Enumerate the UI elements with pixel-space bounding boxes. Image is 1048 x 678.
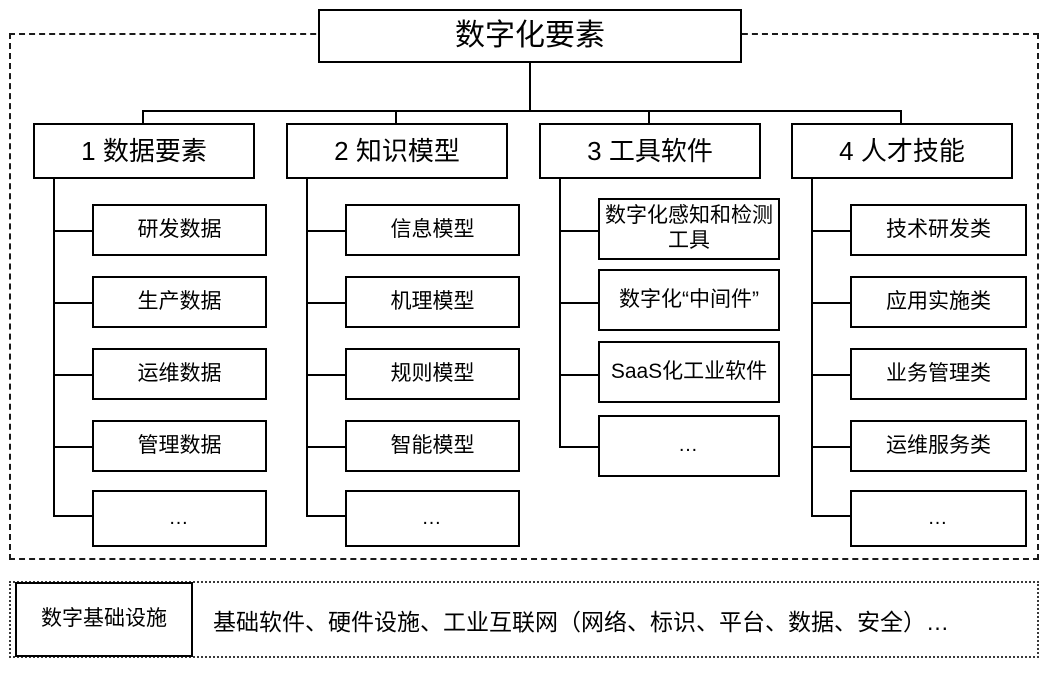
leaf-stub-2-4	[306, 446, 346, 448]
infrastructure-label-box[interactable]: 数字基础设施	[15, 582, 193, 657]
leaf-stub-1-5	[53, 515, 93, 517]
leaf-label-4-2: 应用实施类	[886, 289, 991, 313]
leaf-box-3-1[interactable]: 数字化感知和检测工具	[598, 198, 780, 260]
leaf-stub-3-4	[559, 446, 599, 448]
leaf-label-1-3: 运维数据	[137, 361, 222, 385]
category-box-data-elements[interactable]: 1 数据要素	[33, 123, 255, 179]
leaf-box-2-4[interactable]: 智能模型	[345, 420, 520, 472]
category-spine-line-4	[811, 179, 813, 515]
leaf-label-1-1: 研发数据	[137, 217, 222, 241]
category-label-2: 2 知识模型	[334, 135, 460, 166]
leaf-stub-1-3	[53, 374, 93, 376]
leaf-label-3-4: …	[678, 434, 700, 457]
leaf-label-4-5: …	[927, 506, 950, 529]
leaf-label-1-4: 管理数据	[137, 433, 222, 457]
leaf-stub-4-1	[811, 230, 851, 232]
leaf-box-2-1[interactable]: 信息模型	[345, 204, 520, 256]
category-label-3: 3 工具软件	[587, 135, 713, 166]
leaf-box-2-5[interactable]: …	[345, 490, 520, 547]
leaf-stub-2-3	[306, 374, 346, 376]
category-box-tool-software[interactable]: 3 工具软件	[539, 123, 761, 179]
category-spine-line-1	[53, 179, 55, 515]
leaf-label-2-3: 规则模型	[390, 361, 475, 385]
category-box-knowledge-models[interactable]: 2 知识模型	[286, 123, 508, 179]
leaf-box-3-2[interactable]: 数字化“中间件”	[598, 269, 780, 331]
root-trunk-line	[529, 63, 531, 111]
leaf-box-1-1[interactable]: 研发数据	[92, 204, 267, 256]
leaf-box-1-2[interactable]: 生产数据	[92, 276, 267, 328]
root-box-label: 数字化要素	[455, 19, 605, 53]
leaf-stub-2-1	[306, 230, 346, 232]
leaf-label-3-3: SaaS化工业软件	[610, 359, 768, 383]
category-label-4: 4 人才技能	[839, 135, 965, 166]
infrastructure-content-text: 基础软件、硬件设施、工业互联网（网络、标识、平台、数据、安全）…	[213, 600, 949, 640]
leaf-box-2-3[interactable]: 规则模型	[345, 348, 520, 400]
leaf-box-3-4[interactable]: …	[598, 415, 780, 477]
infrastructure-content: 基础软件、硬件设施、工业互联网（网络、标识、平台、数据、安全）…	[213, 609, 949, 635]
leaf-box-4-5[interactable]: …	[850, 490, 1027, 547]
leaf-label-3-2: 数字化“中间件”	[619, 287, 759, 311]
leaf-stub-1-2	[53, 302, 93, 304]
leaf-box-2-2[interactable]: 机理模型	[345, 276, 520, 328]
leaf-label-2-4: 智能模型	[390, 433, 475, 457]
infrastructure-label: 数字基础设施	[41, 607, 167, 631]
root-box-digital-elements[interactable]: 数字化要素	[318, 9, 742, 63]
category-drop-line-1	[142, 110, 144, 124]
leaf-box-1-5[interactable]: …	[92, 490, 267, 547]
leaf-stub-1-4	[53, 446, 93, 448]
leaf-box-4-2[interactable]: 应用实施类	[850, 276, 1027, 328]
leaf-label-3-1: 数字化感知和检测工具	[605, 204, 773, 252]
leaf-stub-2-2	[306, 302, 346, 304]
leaf-label-1-5: …	[168, 506, 191, 529]
leaf-box-4-4[interactable]: 运维服务类	[850, 420, 1027, 472]
category-box-talent-skills[interactable]: 4 人才技能	[791, 123, 1013, 179]
leaf-stub-1-1	[53, 230, 93, 232]
leaf-stub-2-5	[306, 515, 346, 517]
category-spine-line-2	[306, 179, 308, 515]
leaf-label-4-1: 技术研发类	[886, 217, 991, 241]
category-drop-line-4	[900, 110, 902, 124]
category-label-1: 1 数据要素	[81, 135, 207, 166]
leaf-box-4-1[interactable]: 技术研发类	[850, 204, 1027, 256]
leaf-box-4-3[interactable]: 业务管理类	[850, 348, 1027, 400]
leaf-stub-3-1	[559, 230, 599, 232]
leaf-label-4-4: 运维服务类	[886, 433, 991, 457]
category-spine-line-3	[559, 179, 561, 447]
leaf-label-1-2: 生产数据	[137, 289, 222, 313]
leaf-stub-4-2	[811, 302, 851, 304]
category-bus-line	[142, 110, 902, 112]
leaf-label-2-1: 信息模型	[390, 217, 475, 241]
category-drop-line-3	[648, 110, 650, 124]
leaf-stub-4-4	[811, 446, 851, 448]
leaf-stub-3-2	[559, 302, 599, 304]
leaf-label-2-2: 机理模型	[390, 289, 475, 313]
leaf-stub-4-3	[811, 374, 851, 376]
infrastructure-region	[9, 581, 1039, 658]
leaf-label-2-5: …	[421, 506, 444, 529]
leaf-box-1-4[interactable]: 管理数据	[92, 420, 267, 472]
leaf-box-1-3[interactable]: 运维数据	[92, 348, 267, 400]
leaf-label-4-3: 业务管理类	[886, 361, 991, 385]
category-drop-line-2	[395, 110, 397, 124]
leaf-stub-4-5	[811, 515, 851, 517]
leaf-box-3-3[interactable]: SaaS化工业软件	[598, 341, 780, 403]
leaf-stub-3-3	[559, 374, 599, 376]
